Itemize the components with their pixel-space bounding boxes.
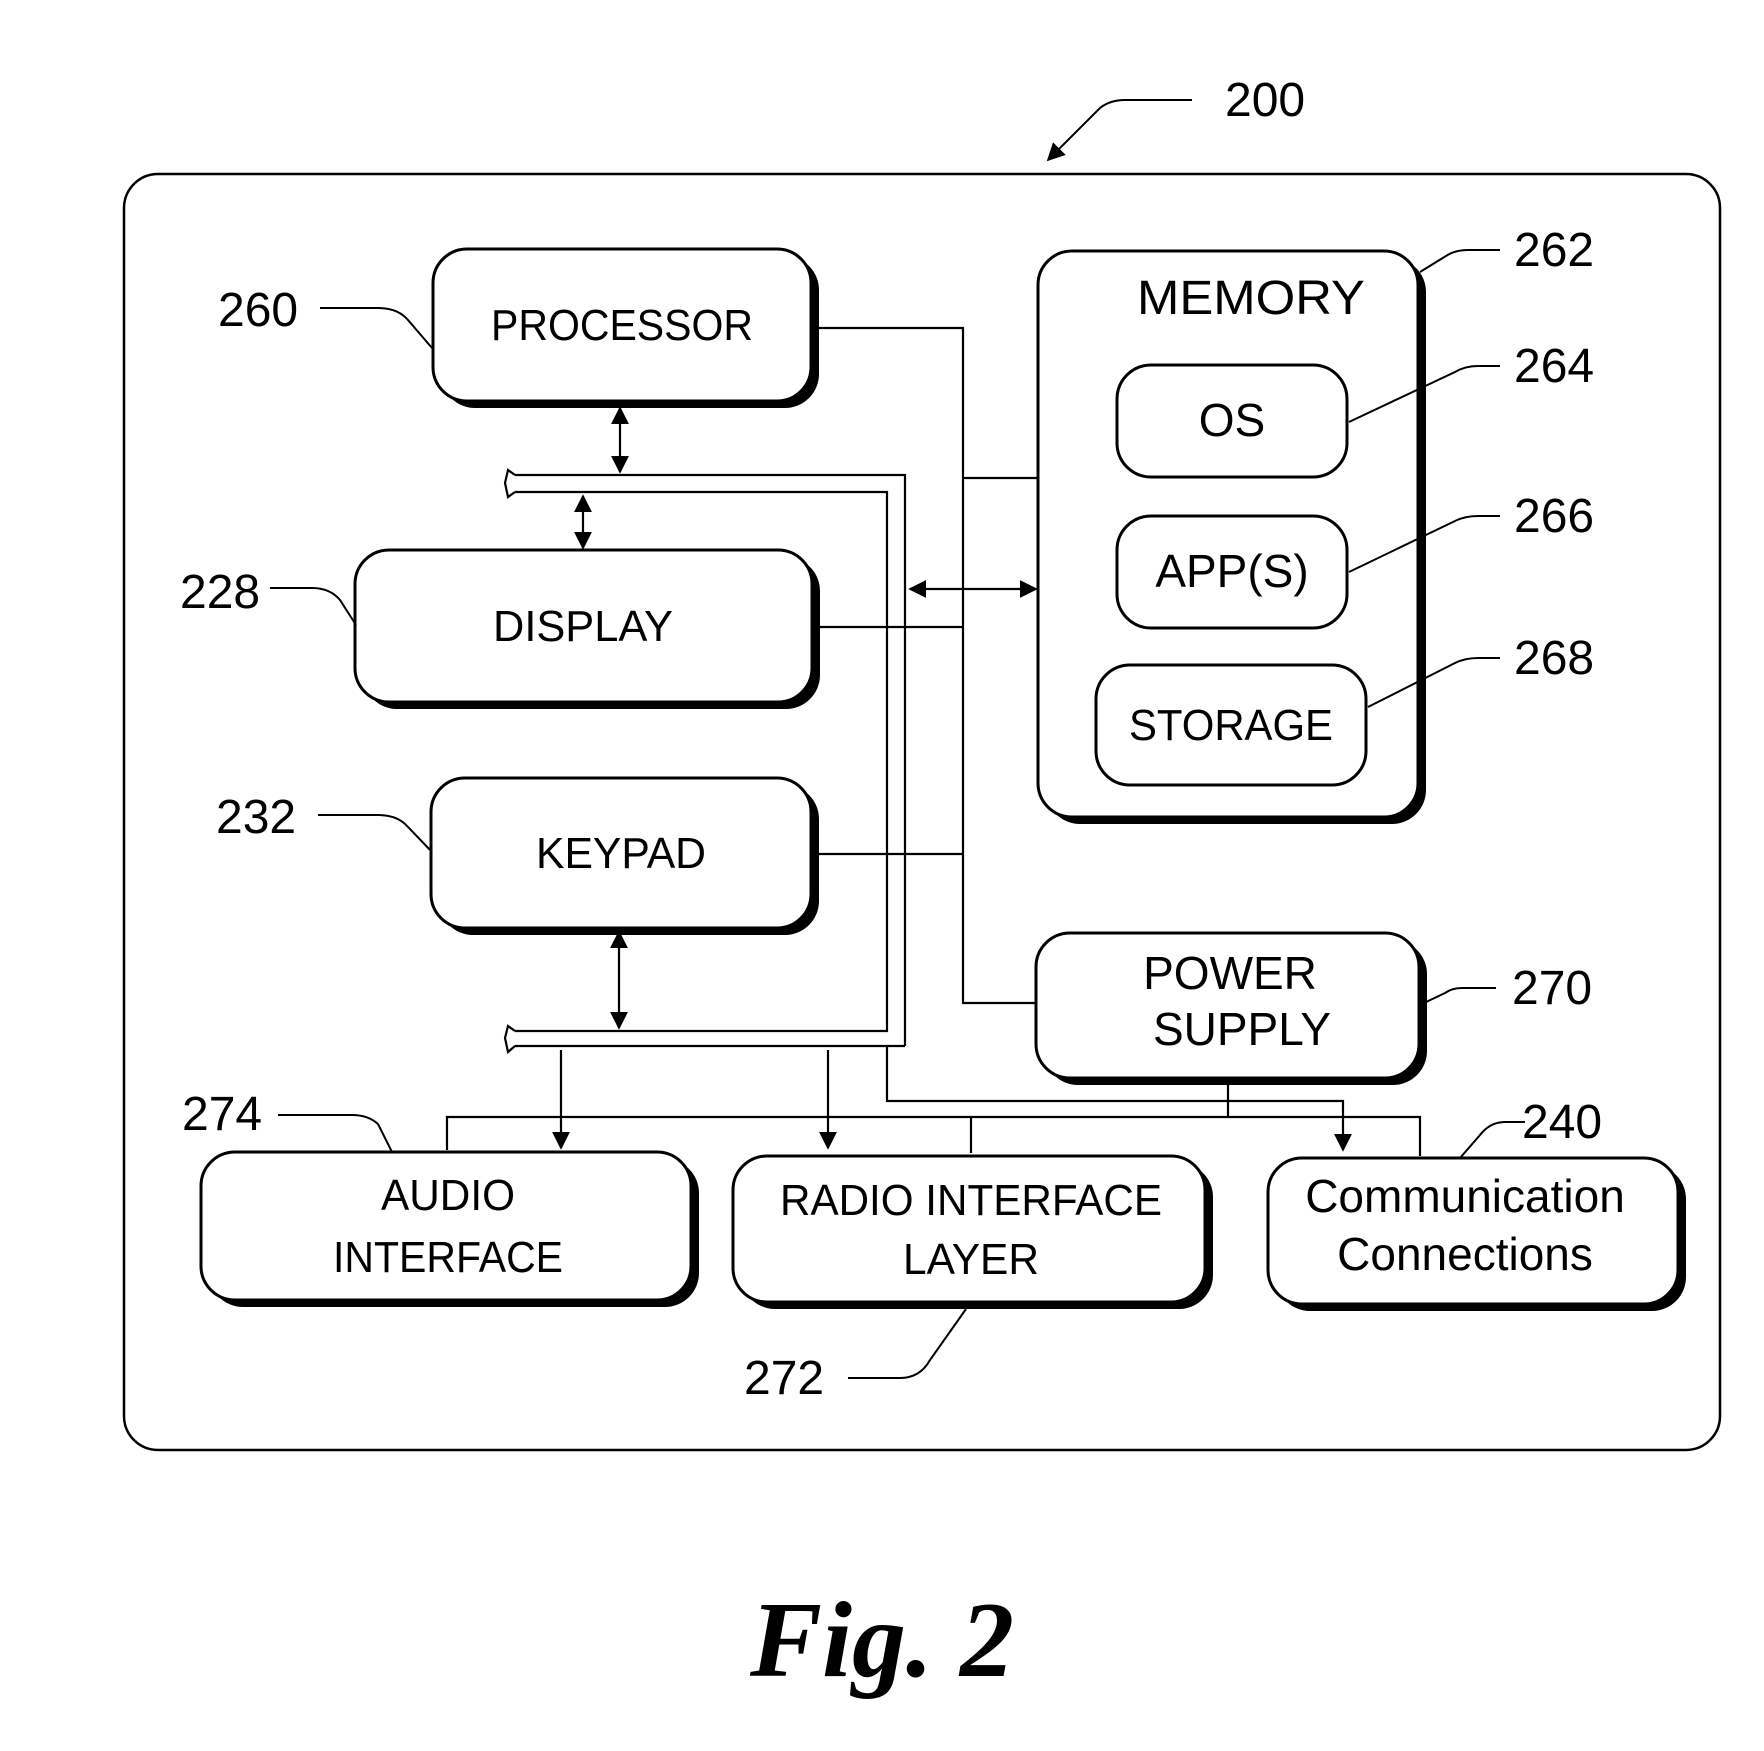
storage-label: STORAGE xyxy=(1129,701,1333,750)
radio-interface-label-line2: LAYER xyxy=(903,1235,1039,1284)
power-supply-label-line1: POWER xyxy=(1143,947,1317,999)
ref-262: 262 xyxy=(1514,224,1594,277)
ref-260: 260 xyxy=(218,284,298,337)
communication-label-line1: Communication xyxy=(1305,1170,1625,1222)
memory-label: MEMORY xyxy=(1137,272,1365,325)
keypad-block: KEYPAD xyxy=(431,778,819,935)
audio-interface-block: AUDIO INTERFACE xyxy=(201,1152,699,1307)
ref-272: 272 xyxy=(744,1352,824,1405)
figure-caption: Fig. 2 xyxy=(749,1581,1014,1700)
ref-274: 274 xyxy=(182,1088,262,1141)
communication-label-line2: Connections xyxy=(1337,1228,1593,1280)
ref-270: 270 xyxy=(1512,962,1592,1015)
ref-240: 240 xyxy=(1522,1096,1602,1149)
audio-interface-label-line1: AUDIO xyxy=(381,1171,515,1220)
display-block: DISPLAY xyxy=(355,550,820,709)
radio-interface-label-line1: RADIO INTERFACE xyxy=(780,1176,1162,1225)
radio-interface-layer-block: RADIO INTERFACE LAYER xyxy=(733,1156,1213,1309)
os-block: OS xyxy=(1117,365,1347,477)
power-supply-label-line2: SUPPLY xyxy=(1153,1003,1331,1055)
power-supply-block: POWER SUPPLY xyxy=(1036,933,1427,1085)
processor-block: PROCESSOR xyxy=(433,249,819,408)
display-label: DISPLAY xyxy=(493,602,673,651)
processor-label: PROCESSOR xyxy=(491,301,753,350)
ref-264: 264 xyxy=(1514,340,1594,393)
ref-228: 228 xyxy=(180,566,260,619)
ref-200: 200 xyxy=(1225,74,1305,127)
audio-interface-label-line2: INTERFACE xyxy=(333,1233,563,1282)
storage-block: STORAGE xyxy=(1096,665,1366,785)
ref-232: 232 xyxy=(216,791,296,844)
leader-200 xyxy=(1048,100,1192,160)
ref-268: 268 xyxy=(1514,632,1594,685)
apps-block: APP(S) xyxy=(1117,516,1347,628)
keypad-label: KEYPAD xyxy=(536,829,706,878)
apps-label: APP(S) xyxy=(1155,545,1308,597)
os-label: OS xyxy=(1199,394,1265,446)
ref-266: 266 xyxy=(1514,490,1594,543)
communication-connections-block: Communication Connections xyxy=(1268,1158,1686,1311)
